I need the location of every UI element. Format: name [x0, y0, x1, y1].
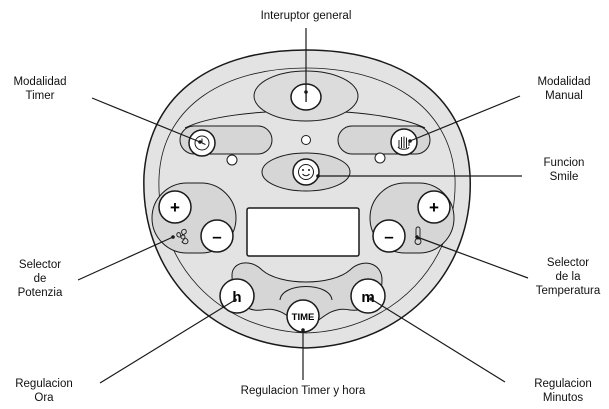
thermometer-icon [414, 226, 422, 245]
leader-temp-selector [416, 236, 529, 279]
minutes-button[interactable]: m [350, 278, 386, 314]
fan-icon [176, 228, 189, 245]
label-fan-selector: Selector de Potenzia [2, 258, 78, 300]
label-manual-mode-line1: Modalidad [537, 76, 591, 88]
leader-fan-selector [77, 236, 174, 281]
manual-led [374, 152, 386, 164]
leader-dots [171, 90, 419, 332]
label-fan-selector-line2: de [33, 273, 47, 285]
label-hour-reg: Regulacion Ora [2, 377, 86, 405]
panel-inner-rim [158, 67, 456, 334]
temp-minus-button[interactable]: – [372, 219, 406, 253]
leader-timer-mode [91, 97, 201, 143]
hand-icon [397, 136, 410, 150]
temp-plus-button[interactable]: + [417, 190, 451, 224]
timer-led [226, 154, 238, 166]
label-temp-selector-line1: Selector [546, 257, 590, 269]
label-manual-mode-line2: Manual [545, 90, 583, 102]
label-timer-reg-text: Regulacion Timer y hora [240, 385, 366, 397]
label-temp-selector: Selector de la Temperatura [528, 256, 608, 298]
label-manual-mode: Modalidad Manual [524, 75, 604, 103]
time-button-label: TIME [292, 312, 315, 323]
hour-button-label: h [232, 289, 241, 306]
power-button-label: I [304, 90, 308, 105]
label-timer-reg: Regulacion Timer y hora [198, 384, 408, 398]
label-minutes-reg-line1: Regulacion [534, 378, 592, 390]
label-temp-selector-line2: de la [555, 271, 581, 283]
panel-outer-shell [143, 49, 471, 349]
temp-plus-label: + [429, 198, 439, 217]
leader-lines [77, 28, 529, 384]
label-timer-mode: Modalidad Timer [2, 75, 78, 103]
label-main-switch-text: Interuptor general [260, 10, 352, 22]
time-button[interactable]: TIME [286, 299, 320, 333]
fan-minus-button[interactable]: – [200, 219, 234, 253]
timer-mode-button[interactable] [188, 129, 216, 157]
top-indicator-led [301, 135, 311, 145]
manual-mode-button[interactable] [390, 128, 418, 156]
leader-hour [99, 299, 236, 384]
label-hour-reg-line2: Ora [34, 392, 54, 404]
clock-icon [194, 135, 210, 151]
lcd-display [246, 207, 360, 257]
fan-minus-label: – [212, 227, 221, 246]
fan-plus-button[interactable]: + [158, 190, 192, 224]
label-smile-line1: Funcion [543, 157, 585, 169]
temp-minus-label: – [384, 227, 393, 246]
label-timer-mode-line1: Modalidad [13, 76, 67, 88]
label-main-switch: Interuptor general [216, 9, 396, 23]
label-minutes-reg-line2: Minutos [542, 392, 584, 404]
label-timer-mode-line2: Timer [25, 90, 55, 102]
leader-minutes [370, 298, 506, 383]
smile-button[interactable] [292, 158, 320, 186]
time-button-arc [279, 286, 333, 301]
label-minutes-reg: Regulacion Minutos [520, 377, 606, 405]
label-fan-selector-line1: Selector [18, 259, 62, 271]
label-temp-selector-line3: Temperatura [535, 285, 601, 297]
minutes-button-label: m [361, 289, 374, 306]
hour-button[interactable]: h [219, 278, 255, 314]
leader-manual-mode [409, 95, 521, 142]
label-smile: Funcion Smile [528, 156, 600, 184]
label-smile-line2: Smile [549, 171, 579, 183]
smiley-icon [298, 164, 314, 180]
label-fan-selector-line3: Potenzia [17, 287, 63, 299]
label-hour-reg-line1: Regulacion [15, 378, 73, 390]
fan-plus-label: + [170, 198, 180, 217]
